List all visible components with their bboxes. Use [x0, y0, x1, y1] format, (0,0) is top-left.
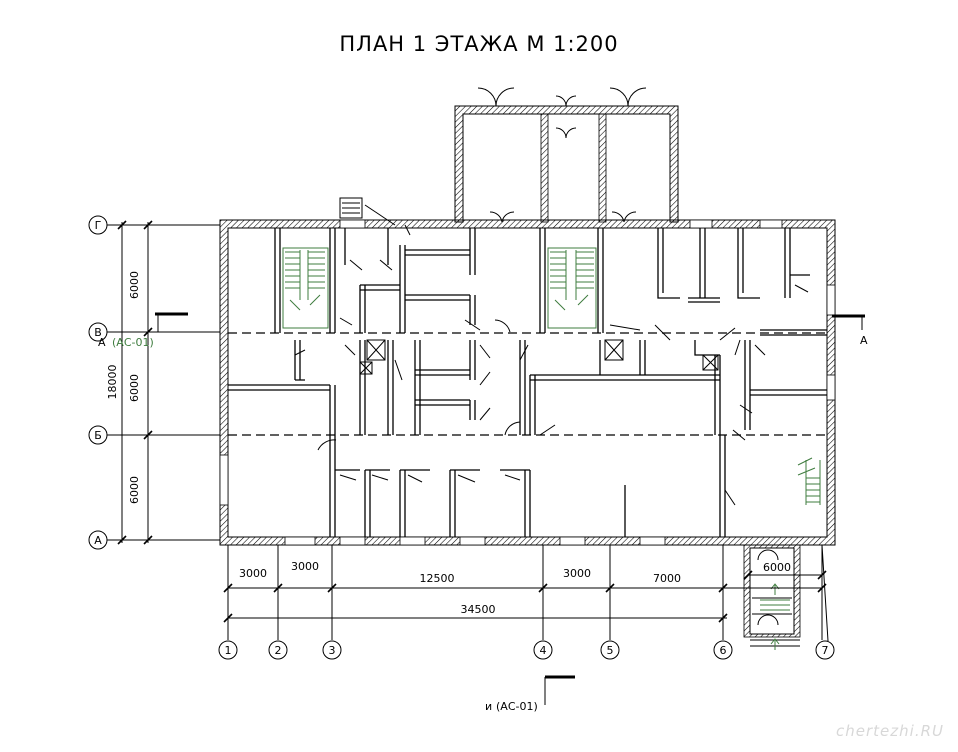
- axis-bubbles: [88, 215, 835, 660]
- dim-horizontal-2-3: 3000: [291, 560, 319, 573]
- stairwell-left: [282, 247, 329, 329]
- watermark: chertezhi.RU: [836, 722, 944, 740]
- dim-horizontal-1-2: 3000: [239, 567, 267, 580]
- dim-horizontal-3-4: 12500: [420, 572, 455, 585]
- dim-horizontal-5-6: 7000: [653, 572, 681, 585]
- dim-horizontal-total: 34500: [461, 603, 496, 616]
- section-right-label: А: [860, 334, 868, 347]
- axis-label-7: 7: [822, 644, 829, 657]
- horizontal-dimension-lines: [223, 545, 827, 640]
- axis-label-g: Г: [95, 219, 102, 232]
- axis-label-b: Б: [94, 429, 102, 442]
- axis-label-4: 4: [540, 644, 547, 657]
- section-bottom-ref: (АС-01): [496, 700, 538, 713]
- dim-vertical-g-v: 6000: [128, 271, 141, 299]
- section-mark-right: [832, 314, 865, 330]
- dim-porch: 6000: [763, 561, 791, 574]
- vertical-dimension-lines: [108, 220, 220, 545]
- axis-label-6: 6: [720, 644, 727, 657]
- door-swings: [294, 87, 809, 506]
- stair-top-entrance: [339, 197, 363, 219]
- section-left-ref: (АС-01): [112, 336, 154, 349]
- corridor-lines: [228, 332, 827, 436]
- dim-vertical-b-a: 6000: [128, 476, 141, 504]
- stairwell-right: [797, 457, 821, 505]
- interior-walls: [228, 228, 827, 537]
- axis-label-v: В: [94, 326, 102, 339]
- porch-steps: [760, 583, 790, 650]
- shafts: [359, 339, 719, 375]
- entrance-porch: [743, 544, 801, 647]
- section-mark-left: [155, 312, 188, 332]
- section-mark-bottom: [544, 675, 575, 705]
- axis-label-a: А: [94, 534, 102, 547]
- section-left-label: А: [98, 336, 106, 349]
- axis-label-5: 5: [607, 644, 614, 657]
- axis-label-2: 2: [275, 644, 282, 657]
- dim-vertical-v-b: 6000: [128, 374, 141, 402]
- dim-horizontal-4-5: 3000: [563, 567, 591, 580]
- section-bottom-label: и: [485, 700, 492, 713]
- plan-title: ПЛАН 1 ЭТАЖА М 1:200: [339, 32, 619, 56]
- dim-vertical-total: 18000: [106, 365, 119, 400]
- axis-label-3: 3: [329, 644, 336, 657]
- outer-walls: [219, 105, 836, 546]
- stairwell-middle: [547, 247, 597, 329]
- axis-leaders: [107, 224, 829, 642]
- axis-label-1: 1: [225, 644, 232, 657]
